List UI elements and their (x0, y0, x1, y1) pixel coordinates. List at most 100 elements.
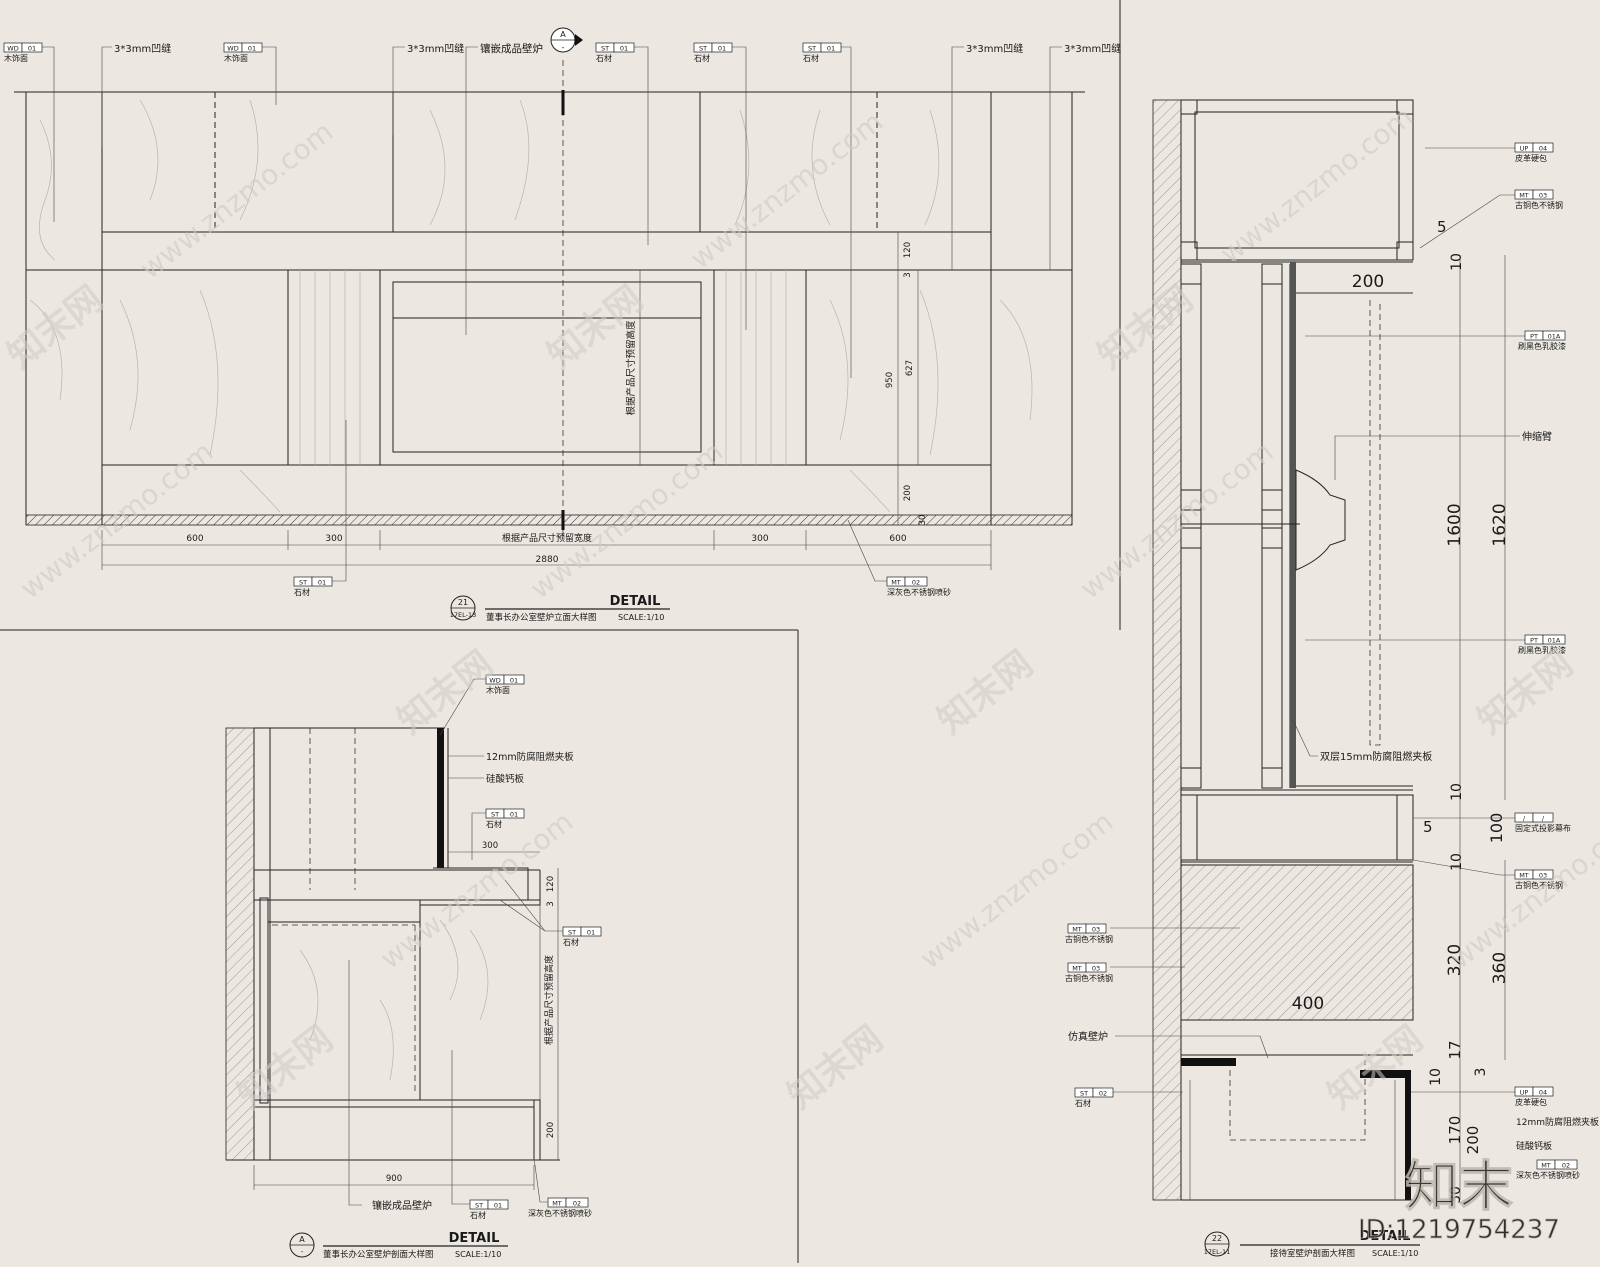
note-text: 12mm防腐阻燃夹板 (1516, 1116, 1599, 1128)
panel-22-tag-mt-3: MT 02 深灰色不锈钢喷砂 (1516, 1159, 1580, 1180)
dim-100: 100 (1487, 813, 1506, 844)
panel-22-tag-mt-left-1: MT 03 古铜色不锈钢 (1065, 923, 1240, 944)
dim-120: 120 (546, 876, 556, 892)
panel-22-tag-pt-1: PT 01A 刷黑色乳胶漆 (1305, 330, 1566, 351)
note-text: 双层15mm防腐阻燃夹板 (1320, 750, 1432, 763)
tag-num: 01 (827, 45, 835, 53)
watermark-site: www.znzmo.com (684, 105, 889, 276)
panel-21-note-fireplace: 镶嵌成品壁炉 (465, 42, 543, 335)
tag-label: 皮革硬包 (1515, 1097, 1547, 1107)
panel-22-tag-mt-2: MT 03 古铜色不锈钢 (1412, 859, 1563, 890)
tag-num: 01 (620, 45, 628, 53)
tag-label: 刷黑色乳胶漆 (1518, 341, 1566, 351)
note-text: 伸缩臂 (1522, 430, 1552, 443)
panel-21-horizontal-dims: 600 300 根据产品尺寸预留宽度 300 600 2880 (101, 530, 992, 570)
tag-code: ST (1080, 1090, 1088, 1098)
section-letter: A (560, 30, 566, 39)
tag-num: 04 (1539, 1089, 1547, 1097)
panel-22-tag-st-left: ST 02 石材 (1074, 1087, 1183, 1108)
tag-code: ST (699, 45, 707, 53)
tag-code: UP (1520, 1089, 1529, 1097)
tag-code: MT (891, 579, 901, 587)
dim-950: 950 (885, 372, 895, 388)
tag-code: MT (1519, 872, 1529, 880)
tag-num: 01 (587, 929, 595, 937)
tag-code: ST (568, 929, 576, 937)
dim-5: 5 (1423, 818, 1433, 836)
tag-num: 02 (1562, 1162, 1570, 1170)
tag-num: 01A (1548, 637, 1561, 645)
tag-num: 01 (28, 45, 36, 53)
dim-600-left: 600 (186, 534, 203, 544)
note-text: 3*3mm凹缝 (1064, 42, 1121, 55)
panel-22-note-double-board: 双层15mm防腐阻燃夹板 (1292, 719, 1432, 763)
tag-label: 深灰色不锈钢喷砂 (887, 587, 951, 597)
panel-a-tag-st-2: ST 01 石材 (499, 879, 602, 947)
drawing-scale: SCALE:1/10 (455, 1250, 501, 1259)
dim-600-right: 600 (889, 534, 906, 544)
section-marker-a: A - (550, 27, 583, 53)
dim-200: 200 (1464, 1126, 1482, 1155)
tag-code: MT (1072, 926, 1082, 934)
tag-num: / (1542, 815, 1545, 823)
panel-21-note-groove-1: 3*3mm凹缝 (101, 42, 171, 147)
panel-21-tag-wd-2: WD 01 木饰面 (223, 42, 277, 105)
tag-label: 石材 (1075, 1098, 1091, 1108)
sheet-number: - (301, 1248, 304, 1256)
panel-a-note-calcium: 硅酸钙板 (448, 773, 525, 785)
panel-21-elevation (14, 60, 1085, 540)
tag-code: UP (1520, 145, 1529, 153)
tag-num: 02 (573, 1200, 581, 1208)
watermark-brand: 知末网 (1470, 643, 1580, 742)
panel-22-tag-pt-2: PT 01A 刷黑色乳胶漆 (1305, 634, 1566, 655)
tag-label: 石材 (486, 819, 502, 829)
dim-3: 3 (546, 901, 556, 906)
watermark-brand: 知末网 (780, 1018, 890, 1117)
detail-number: 21 (458, 598, 468, 607)
tag-code: MT (1072, 965, 1082, 973)
panel-21-note-groove-3: 3*3mm凹缝 (951, 42, 1023, 270)
detail-heading: DETAIL (610, 594, 661, 609)
tag-num: 01 (248, 45, 256, 53)
tag-num: 02 (912, 579, 920, 587)
panel-21-note-groove-4: 3*3mm凹缝 (1049, 42, 1121, 270)
watermark-site: www.znzmo.com (134, 115, 339, 286)
drawing-title: 董事长办公室壁炉剖面大样图 (323, 1249, 434, 1260)
dim-200: 200 (546, 1122, 556, 1138)
panel-borders (0, 0, 1121, 1263)
drawing-title: 董事长办公室壁炉立面大样图 (486, 612, 597, 623)
panel-a-note-fireplace: 镶嵌成品壁炉 (348, 1199, 432, 1212)
watermark-brand: 知末网 (390, 643, 500, 742)
panel-22-note-arm: 伸缩臂 (1334, 430, 1552, 480)
tag-label: 固定式投影幕布 (1515, 823, 1571, 833)
tag-label: 木饰面 (224, 53, 248, 63)
dim-627: 627 (905, 360, 915, 376)
tag-code: WD (227, 45, 238, 53)
dim-900: 900 (386, 1174, 402, 1184)
watermark-brand: 知末网 (1320, 1018, 1430, 1117)
tag-code: MT (1519, 192, 1529, 200)
dim-10: 10 (1449, 253, 1465, 271)
dim-3: 3 (1473, 1068, 1489, 1077)
tag-code: WD (489, 677, 500, 685)
watermark-brand: 知末网 (0, 278, 110, 377)
tag-label: 古铜色不锈钢 (1065, 973, 1113, 983)
tag-code: ST (475, 1202, 483, 1210)
panel-21-tag-wd-1: WD 01 木饰面 (3, 42, 55, 222)
tag-num: 01A (1548, 333, 1561, 341)
tag-code: ST (601, 45, 609, 53)
dim-300-right: 300 (751, 534, 768, 544)
dim-200: 200 (903, 485, 913, 501)
watermark-brand: 知末网 (1090, 278, 1200, 377)
panel-21-reserved-height: 根据产品尺寸预留高度 (625, 320, 637, 416)
watermark-logo: 知末 (1405, 1155, 1513, 1218)
panel-a-title-block: A - DETAIL 董事长办公室壁炉剖面大样图 SCALE:1/10 (289, 1231, 508, 1260)
dim-10: 10 (1449, 853, 1465, 871)
tag-label: 古铜色不锈钢 (1515, 880, 1563, 890)
watermark-site: www.znzmo.com (1214, 100, 1419, 271)
panel-21-tag-st-2: ST 01 石材 (693, 42, 747, 330)
tag-label: 皮革硬包 (1515, 153, 1547, 163)
tag-num: 01 (718, 45, 726, 53)
panel-21-note-groove-2: 3*3mm凹缝 (392, 42, 464, 135)
